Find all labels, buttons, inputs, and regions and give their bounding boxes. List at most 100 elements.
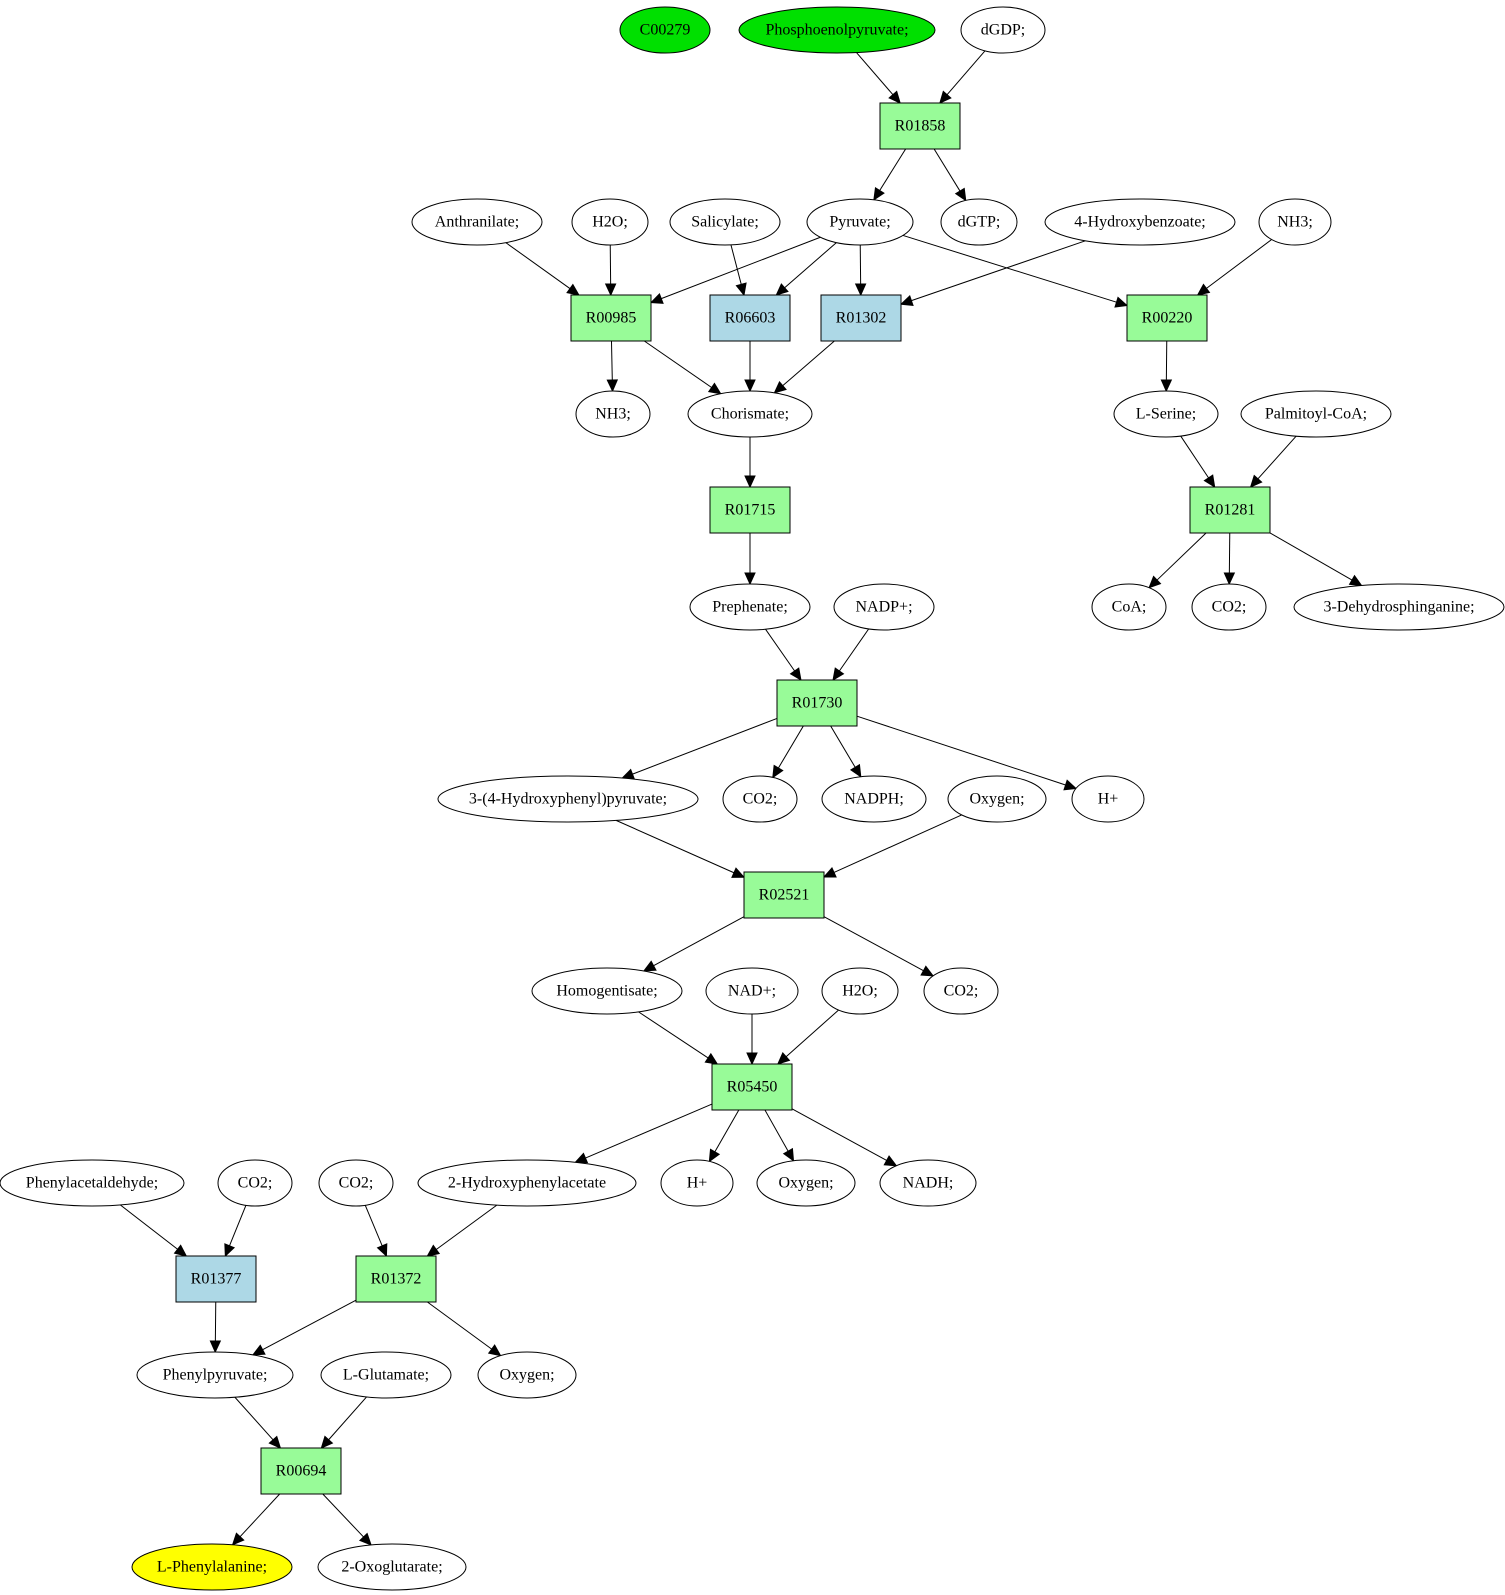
arrowhead: [268, 1435, 282, 1449]
arrowhead: [358, 1532, 372, 1546]
node-label: CO2;: [238, 1175, 273, 1192]
reaction-box: [260, 1447, 342, 1495]
arrowhead: [173, 1244, 188, 1257]
compound-ellipse: [960, 6, 1046, 54]
edge-pep-to-r01858: [856, 52, 901, 104]
compound-node-dgdp: dGDP;: [960, 6, 1046, 54]
arrowhead: [854, 283, 867, 297]
node-label: L-Glutamate;: [343, 1367, 429, 1384]
node-label: H2O;: [842, 983, 878, 1000]
reaction-box: [1189, 486, 1271, 534]
node-label: Salicylate;: [691, 214, 759, 231]
edge-line: [784, 242, 837, 289]
edge-phenylpyruvate-to-r00694: [234, 1396, 282, 1449]
arrowhead: [744, 572, 756, 586]
edge-dgdp-to-r01858: [939, 50, 986, 104]
compound-node-salicylate: Salicylate;: [669, 198, 781, 246]
edge-r01281-to-co2_1: [1223, 532, 1236, 586]
arrowhead: [649, 293, 664, 304]
node-label: R00220: [1142, 310, 1193, 327]
node-label: Homogentisate;: [556, 983, 657, 1000]
compound-ellipse: [1091, 583, 1167, 631]
edge-r01372-to-phenylpyruvate: [251, 1299, 357, 1356]
arrowhead: [606, 379, 619, 393]
edge-line: [229, 1205, 247, 1246]
compound-node-dehydrosphinganine: 3-Dehydrosphinganine;: [1293, 583, 1505, 631]
node-label: Palmitoyl-CoA;: [1265, 406, 1367, 423]
reaction-box: [879, 102, 961, 150]
edge-co2_5-to-r01372: [364, 1205, 388, 1258]
edge-line: [730, 244, 742, 285]
edge-line: [632, 717, 778, 775]
compound-node-hydroxybenzoate: 4-Hydroxybenzoate;: [1044, 198, 1236, 246]
compound-ellipse: [571, 198, 649, 246]
edge-phenylacetaldehyde-to-r01377: [119, 1204, 188, 1257]
node-label: NADP+;: [855, 599, 912, 616]
compound-ellipse: [531, 967, 683, 1015]
node-label: H2O;: [592, 214, 628, 231]
arrowhead: [849, 763, 862, 778]
compound-ellipse: [879, 1159, 977, 1207]
node-label: CO2;: [1212, 599, 1247, 616]
edge-salicylate-to-r06603: [730, 244, 747, 297]
edge-line: [764, 1109, 789, 1152]
compound-ellipse: [575, 390, 651, 438]
edge-line: [661, 236, 821, 300]
arrowhead: [1203, 474, 1216, 489]
reaction-node-r01715: R01715: [709, 486, 791, 534]
compound-ellipse: [806, 198, 914, 246]
edge-line: [644, 340, 712, 388]
edge-line: [615, 819, 735, 874]
edge-r01730-to-hpp: [621, 717, 778, 780]
node-label: Oxygen;: [499, 1367, 554, 1384]
compound-ellipse: [417, 1159, 637, 1207]
compound-node-coa: CoA;: [1091, 583, 1167, 631]
compound-node-co2_1: CO2;: [1191, 583, 1267, 631]
edge-line: [856, 52, 894, 96]
compound-node-h2o_1: H2O;: [571, 198, 649, 246]
edge-r00220-to-lserine: [1160, 340, 1173, 393]
arrowhead: [376, 1243, 388, 1258]
edge-h2o_2-to-r05450: [776, 1009, 839, 1065]
node-label: Oxygen;: [778, 1175, 833, 1192]
arrowhead: [231, 1532, 245, 1546]
arrowhead: [1114, 296, 1129, 308]
compound-node-nadph: NADPH;: [821, 775, 927, 823]
compound-ellipse: [318, 1159, 394, 1207]
edge-pyruvate-to-r00985: [649, 236, 821, 304]
compound-ellipse: [923, 967, 999, 1015]
edge-line: [782, 340, 835, 387]
compound-node-co2_2: CO2;: [722, 775, 798, 823]
arrowhead: [1196, 283, 1211, 296]
arrowhead: [873, 186, 885, 201]
compound-ellipse: [689, 583, 811, 631]
arrowhead: [954, 187, 967, 202]
arrowhead: [426, 1244, 441, 1257]
arrowhead: [822, 866, 837, 878]
compound-node-lglutamate: L-Glutamate;: [320, 1351, 452, 1399]
arrowhead: [731, 867, 746, 878]
node-label: R06603: [725, 310, 776, 327]
compound-node-c00279: C00279: [619, 6, 711, 54]
compound-ellipse: [1113, 390, 1219, 438]
compound-ellipse: [722, 775, 798, 823]
node-label: Phenylacetaldehyde;: [26, 1175, 158, 1192]
compound-node-co2_4: CO2;: [217, 1159, 293, 1207]
arrowhead: [782, 1147, 795, 1162]
compound-ellipse: [1044, 198, 1236, 246]
compound-node-palmitoyl: Palmitoyl-CoA;: [1240, 390, 1392, 438]
compound-node-co2_3: CO2;: [923, 967, 999, 1015]
compound-ellipse: [756, 1159, 856, 1207]
arrowhead: [920, 965, 935, 977]
edge-line: [823, 916, 924, 972]
node-label: NADH;: [903, 1175, 954, 1192]
edge-r01372-to-oxygen_3: [427, 1301, 502, 1357]
edge-line: [785, 1009, 839, 1058]
compound-node-lserine: L-Serine;: [1113, 390, 1219, 438]
edge-line: [946, 50, 986, 96]
edge-line: [435, 1204, 498, 1250]
arrowhead: [604, 283, 617, 297]
compound-node-hplus_1: H+: [1071, 775, 1145, 823]
edge-r01730-to-nadph: [830, 725, 862, 778]
compound-ellipse: [437, 775, 699, 823]
